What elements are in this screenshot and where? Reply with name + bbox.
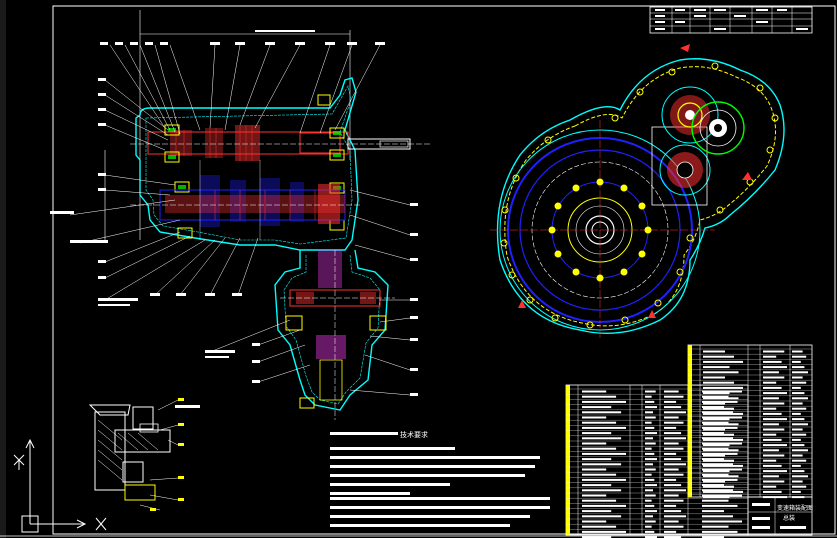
drawing-frame xyxy=(52,5,836,535)
title-block-sub: 总装 xyxy=(783,514,795,522)
part-callout-leaders xyxy=(69,44,411,396)
title-block: 变速箱装配图 总装 xyxy=(747,496,813,536)
technical-requirements: 技术要求 xyxy=(330,430,550,527)
left-toolbar-strip xyxy=(0,0,6,538)
gearbox-end-view xyxy=(490,44,785,340)
gearbox-section-view xyxy=(104,10,432,420)
part-callout-labels xyxy=(50,42,418,396)
ucs-icon xyxy=(13,438,107,533)
title-block-name: 变速箱装配图 xyxy=(777,504,813,512)
tech-req-title: 技术要求 xyxy=(400,430,428,439)
detail-view xyxy=(88,398,200,511)
revision-table xyxy=(649,6,813,34)
